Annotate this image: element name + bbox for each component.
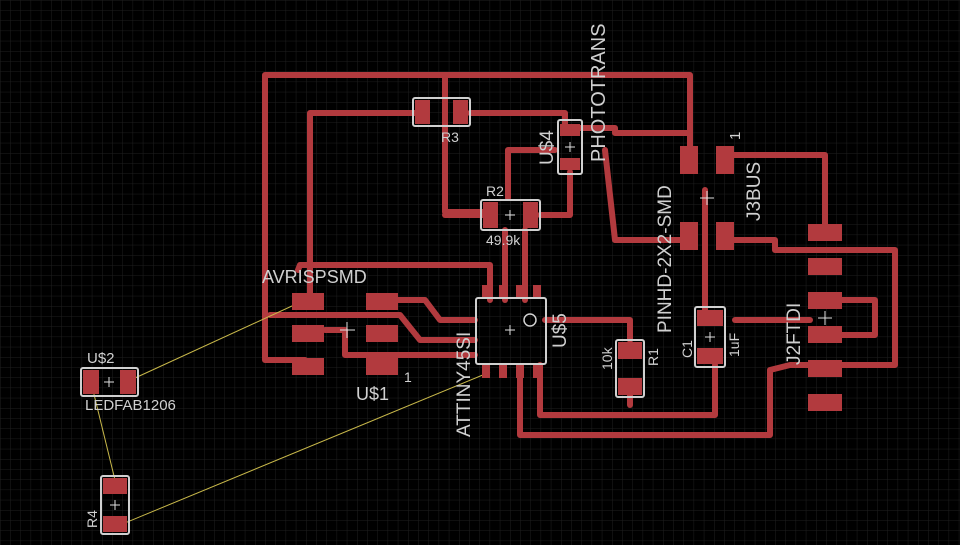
pads	[292, 146, 842, 411]
u5-body	[475, 297, 547, 365]
r3-body	[412, 97, 471, 127]
trace-r3-left	[307, 110, 418, 303]
trace-pin1-left	[295, 262, 493, 303]
us4-pad-top	[560, 124, 580, 136]
label-r4: R4	[84, 510, 100, 528]
us2-body	[80, 367, 139, 397]
r3-pad-right	[453, 100, 468, 124]
trace-us1-mid	[322, 327, 478, 358]
r2-pad-right	[523, 202, 538, 228]
r1-pad-bottom	[618, 378, 642, 395]
label-r2-value: 49.9k	[486, 232, 521, 248]
label-r3: R3	[441, 129, 459, 145]
us2-pad-right	[120, 370, 136, 394]
pad-u5-bot-1	[482, 364, 490, 378]
pad-u5-top-2	[499, 285, 507, 299]
us2-pad-left	[83, 370, 99, 394]
label-c1: C1	[679, 340, 695, 358]
label-attiny45si: ATTINY45SI	[454, 332, 475, 437]
r2-pad-left	[483, 202, 498, 228]
trace-u5-right	[542, 317, 633, 343]
pad-u5-top-4	[533, 285, 541, 299]
r4-body	[100, 475, 130, 535]
pad-j2-6	[808, 394, 842, 411]
traces	[262, 72, 898, 438]
pad-j2-5	[808, 360, 842, 377]
trace-j2-mid	[837, 297, 878, 338]
pad-u5-bot-2	[499, 364, 507, 378]
airwire-1	[134, 299, 306, 379]
pad-avrisp-6	[366, 358, 398, 375]
u5-pin1-marker	[523, 313, 537, 327]
label-r1: R1	[645, 348, 661, 366]
pad-j3-1	[680, 146, 698, 174]
pad-avrisp-3	[292, 325, 324, 342]
c1-body	[694, 306, 726, 368]
label-r2: R2	[486, 183, 504, 199]
label-avrispsmd: AVRISPSMD	[262, 267, 367, 287]
pad-avrisp-4	[366, 325, 398, 342]
label-us1: U$1	[356, 384, 389, 404]
c1-pad-bottom	[697, 348, 723, 364]
pad-j3-2	[716, 146, 734, 174]
label-c1-value: 1uF	[726, 333, 742, 357]
pad-j2-2	[808, 258, 842, 275]
r4-pad-top	[103, 478, 127, 494]
pad-j2-3	[808, 292, 842, 309]
label-us4: U$4	[537, 130, 558, 165]
pad-avrisp-5	[292, 358, 324, 375]
us4-body	[557, 119, 583, 175]
pad-avrisp-1	[292, 293, 324, 310]
label-us2: U$2	[87, 350, 115, 367]
label-j3bus-pin: 1	[727, 132, 744, 140]
silkscreen-labels: PHOTOTRANS U$4 R3 R2 49.9k AVRISPSMD U$1…	[84, 23, 805, 528]
pad-u5-top-1	[482, 285, 490, 299]
label-us1-pin: 1	[404, 369, 412, 385]
pad-u5-bot-3	[516, 364, 524, 378]
trace-us1-lower	[267, 312, 478, 343]
r2-body	[480, 199, 541, 231]
airwire-3	[119, 371, 491, 526]
pad-j3-4	[716, 222, 734, 250]
label-us5: U$5	[550, 313, 571, 348]
trace-r2-top	[505, 147, 558, 201]
label-ledfab1206: LEDFAB1206	[85, 397, 176, 414]
us4-pad-bottom	[560, 158, 580, 170]
label-phototrans: PHOTOTRANS	[588, 23, 610, 162]
components	[80, 97, 832, 535]
pad-j2-4	[808, 326, 842, 343]
r4-pad-bottom	[103, 516, 127, 532]
trace-pinhd-right2	[727, 237, 898, 368]
label-pinhd: PINHD-2X2-SMD	[655, 185, 676, 333]
trace-phototrans-top	[577, 125, 693, 136]
pad-j3-3	[680, 222, 698, 250]
pad-j2-1	[808, 224, 842, 241]
r1-pad-top	[618, 342, 642, 359]
trace-c1-down	[537, 362, 718, 418]
label-j3bus: J3BUS	[744, 162, 765, 221]
label-j2ftdi: J2FTDI	[784, 303, 805, 365]
r3-pad-left	[415, 100, 430, 124]
pad-u5-bot-4	[533, 364, 541, 378]
c1-pad-top	[697, 310, 723, 326]
pad-avrisp-2	[366, 293, 398, 310]
trace-phototrans-bottom	[537, 169, 573, 218]
pad-u5-top-3	[516, 285, 524, 299]
r1-body	[615, 339, 645, 398]
trace-top-right	[442, 72, 693, 158]
trace-bottom-loop	[517, 362, 813, 438]
label-r1-value: 10k	[599, 346, 615, 370]
trace-pinhd-left	[602, 147, 693, 243]
